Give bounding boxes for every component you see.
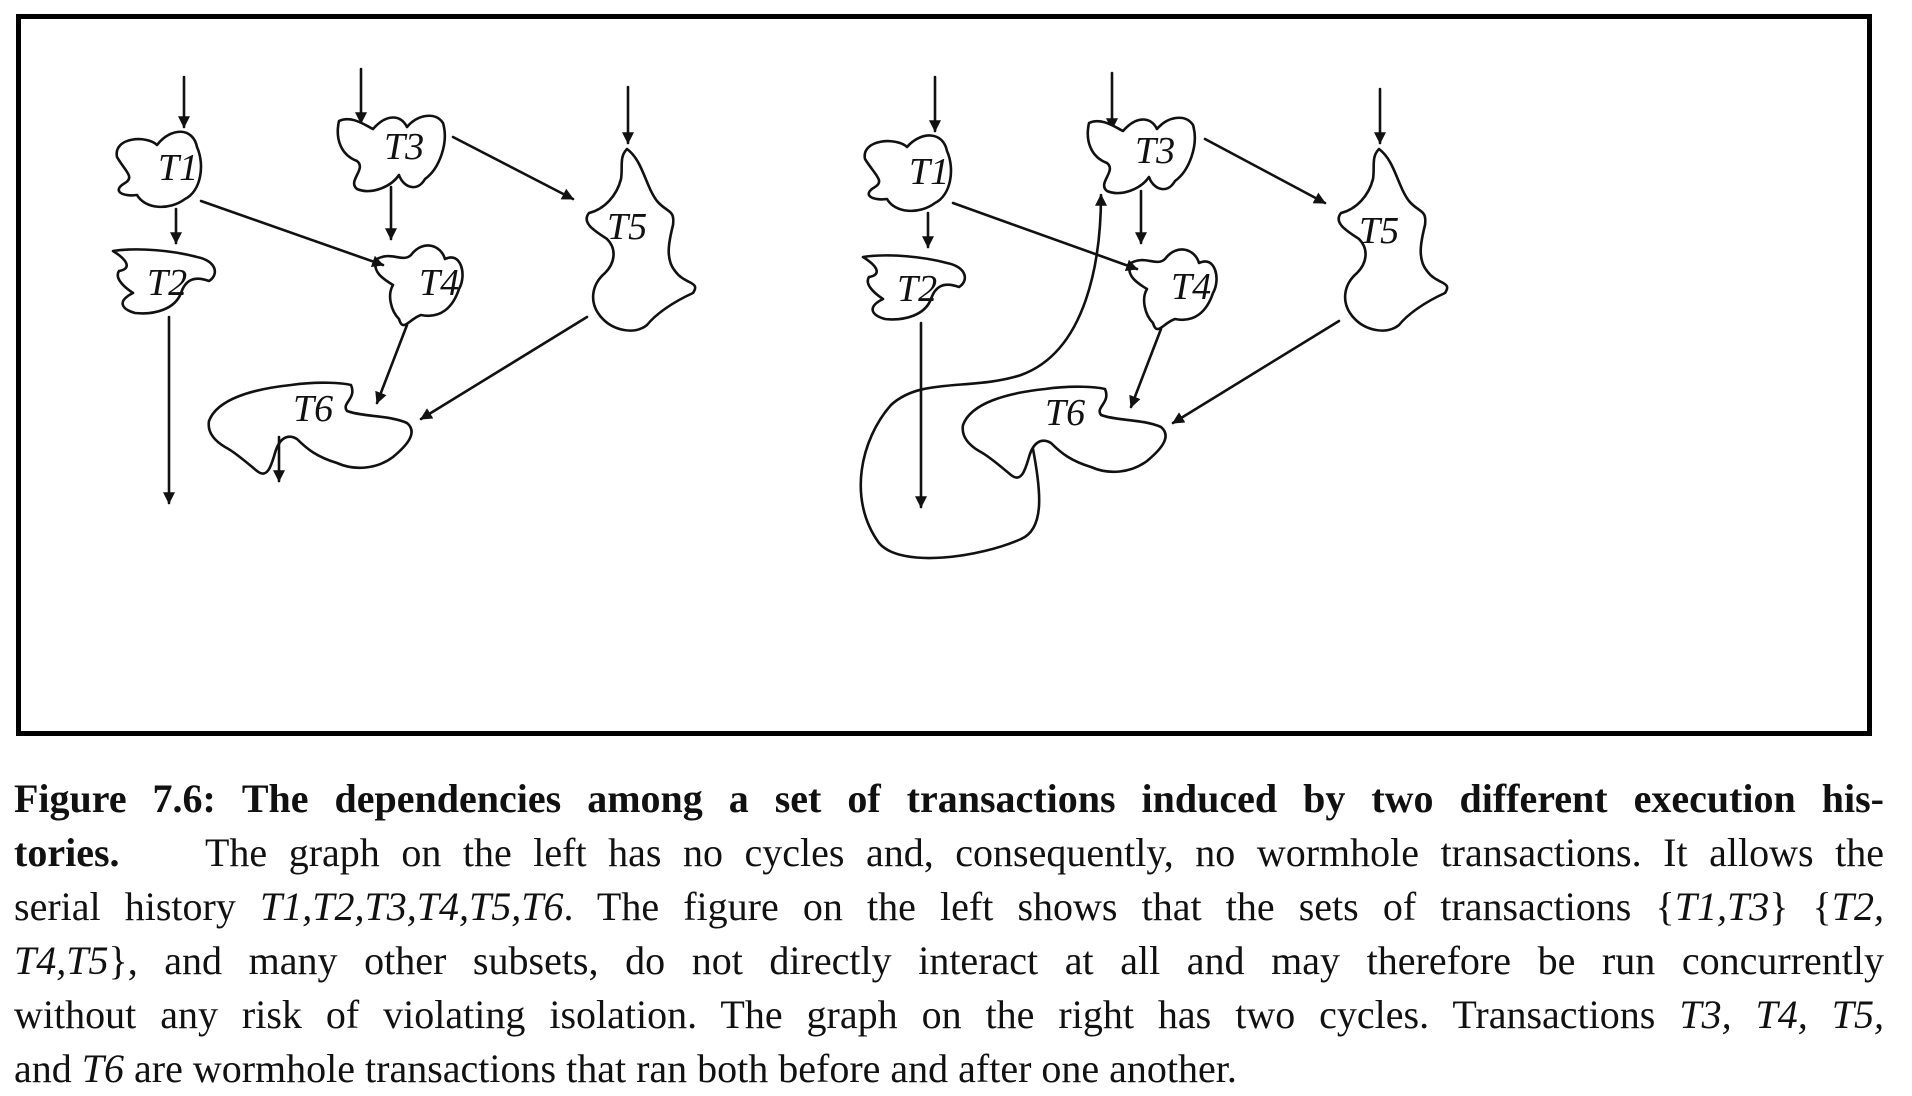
caption-title-end: tories. [14,830,120,875]
right-label-t4: T4 [1171,266,1211,308]
caption-label: Figure 7.6: [14,776,216,821]
wormhole-transactions: T3, T4, T5, [1679,992,1885,1037]
caption-text: } { [1769,884,1832,929]
left-edge-t4-t6 [375,323,409,405]
caption-line-4: T4,T5}, and many other subsets, do not d… [14,934,1884,988]
right-label-t5: T5 [1359,210,1399,252]
caption-line-3: serial history T1,T2,T3,T4,T5,T6. The fi… [14,880,1884,934]
caption-line-1: Figure 7.6: The dependencies among a set… [14,772,1884,826]
transaction-set: T4,T5 [14,938,109,983]
left-node-t4 [374,244,464,327]
right-node-t2 [861,254,967,321]
right-label-t3: T3 [1135,130,1175,172]
left-label-t1: T1 [158,147,198,189]
left-edge-t5-t6 [419,315,589,421]
right-node-t6 [961,385,1167,479]
caption-text: and [14,1046,72,1091]
right-edge-t6-t3-cycle [859,193,1107,560]
figure-caption: Figure 7.6: The dependencies among a set… [14,772,1884,1096]
right-node-t4 [1128,248,1218,331]
right-edge-t4-t6 [1129,327,1163,409]
serial-history: T1,T2,T3,T4,T5,T6 [260,884,564,929]
right-node-t3 [1086,116,1197,195]
caption-text: . The figure on the left shows that the … [563,884,1675,929]
caption-text: }, and many other subsets, do not direct… [108,938,1885,983]
right-node-t1 [863,134,953,213]
left-label-t2: T2 [147,262,187,304]
right-graph: T1 T2 T3 T4 T5 T6 [859,71,1449,560]
wormhole-transaction: T6 [81,1046,125,1091]
caption-text: are wormhole transactions that ran both … [134,1046,1237,1091]
left-graph: T1 T2 T3 T4 T5 T6 [111,67,697,505]
caption-text: without any risk of violating isolation.… [14,992,1656,1037]
left-edge-t3-t5 [451,135,575,201]
right-label-t1: T1 [909,151,949,193]
caption-line-6: and T6 are wormhole transactions that ra… [14,1042,1884,1096]
dependency-graphs: T1 T2 T3 T4 T5 T6 [111,67,1449,560]
transaction-set: T2, [1831,884,1885,929]
right-edge-t3-t5 [1203,137,1327,205]
left-node-t1 [115,130,203,209]
left-node-t3 [336,114,447,193]
right-edge-t5-t6 [1171,319,1341,425]
left-node-t5 [585,147,697,332]
caption-text: serial history [14,884,236,929]
left-node-t6 [207,381,413,475]
left-edge-t1-t4 [199,199,385,268]
right-label-t2: T2 [897,268,937,310]
left-node-t2 [111,248,217,315]
transaction-set: T1,T3 [1674,884,1770,929]
caption-line-2: tories. The graph on the left has no cyc… [14,826,1884,880]
left-label-t3: T3 [384,126,424,168]
right-node-t5 [1337,147,1449,332]
left-label-t4: T4 [419,262,459,304]
figure-frame: T1 T2 T3 T4 T5 T6 [16,14,1872,736]
right-label-t6: T6 [1045,392,1085,434]
left-label-t5: T5 [607,206,647,248]
right-edge-t1-t4 [951,201,1139,272]
caption-sentence-1: The graph on the left has no cycles and,… [204,830,1884,875]
caption-title: The dependencies among a set of transact… [241,776,1885,821]
caption-line-5: without any risk of violating isolation.… [14,988,1884,1042]
left-label-t6: T6 [293,388,333,430]
